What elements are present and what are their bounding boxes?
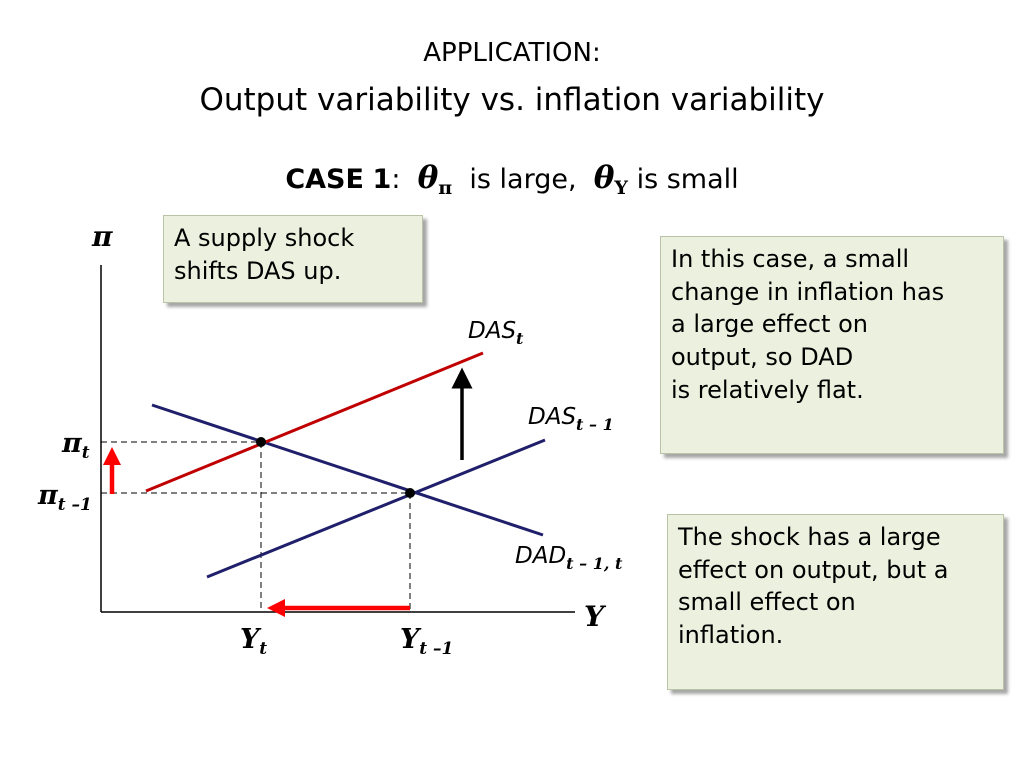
callout-line: a large effect on [671,310,868,339]
theta-y-symbol: θY [593,160,628,199]
equilibrium-point-t1 [405,488,415,498]
callout-line: effect on output, but a [678,555,949,584]
dad-label: DADt – 1, t [515,543,623,573]
das-t1-curve [206,438,546,579]
pi-t-label: πt [62,428,90,463]
case-heading: CASE 1: θπ is large, θY is small [0,160,1024,199]
x-axis-label: Y [584,600,604,633]
callout-line: change in inflation has [671,277,945,306]
dad-curve [151,403,544,537]
y-axis-label: π [92,220,113,253]
callout-line: The shock has a large [678,523,941,551]
shock-effect-callout: The shock has a large effect on output, … [667,514,1004,690]
callout-line: small effect on [678,588,856,617]
slide-subtitle: APPLICATION: [423,38,601,68]
supply-shock-callout: A supply shock shifts DAS up. [163,215,423,303]
slide-title: Output variability vs. inflation variabi… [199,82,825,118]
y-t1-label: Yt –1 [400,624,454,659]
das-t-label: DASt [468,318,524,348]
case-text-large: is large, [469,164,577,195]
callout-line: shifts DAS up. [174,256,342,285]
case-number: 1 [372,164,392,195]
case-text-small: is small [636,164,739,195]
callout-line: In this case, a small [671,245,910,273]
das-t-curve [145,351,484,493]
y-t-label: Yt [240,624,268,659]
callout-line: inflation. [678,620,784,649]
theta-pi-symbol: θπ [417,160,453,199]
small-change-callout: In this case, a small change in inflatio… [660,236,1004,454]
equilibrium-point-t [256,437,266,447]
case-label: CASE [285,164,364,195]
callout-line: output, so DAD [671,342,854,371]
callout-line: is relatively flat. [671,375,864,404]
case-colon: : [391,164,401,195]
callout-line: A supply shock [174,224,355,252]
pi-t1-label: πt –1 [38,480,92,515]
das-t1-label: DASt – 1 [528,404,614,434]
